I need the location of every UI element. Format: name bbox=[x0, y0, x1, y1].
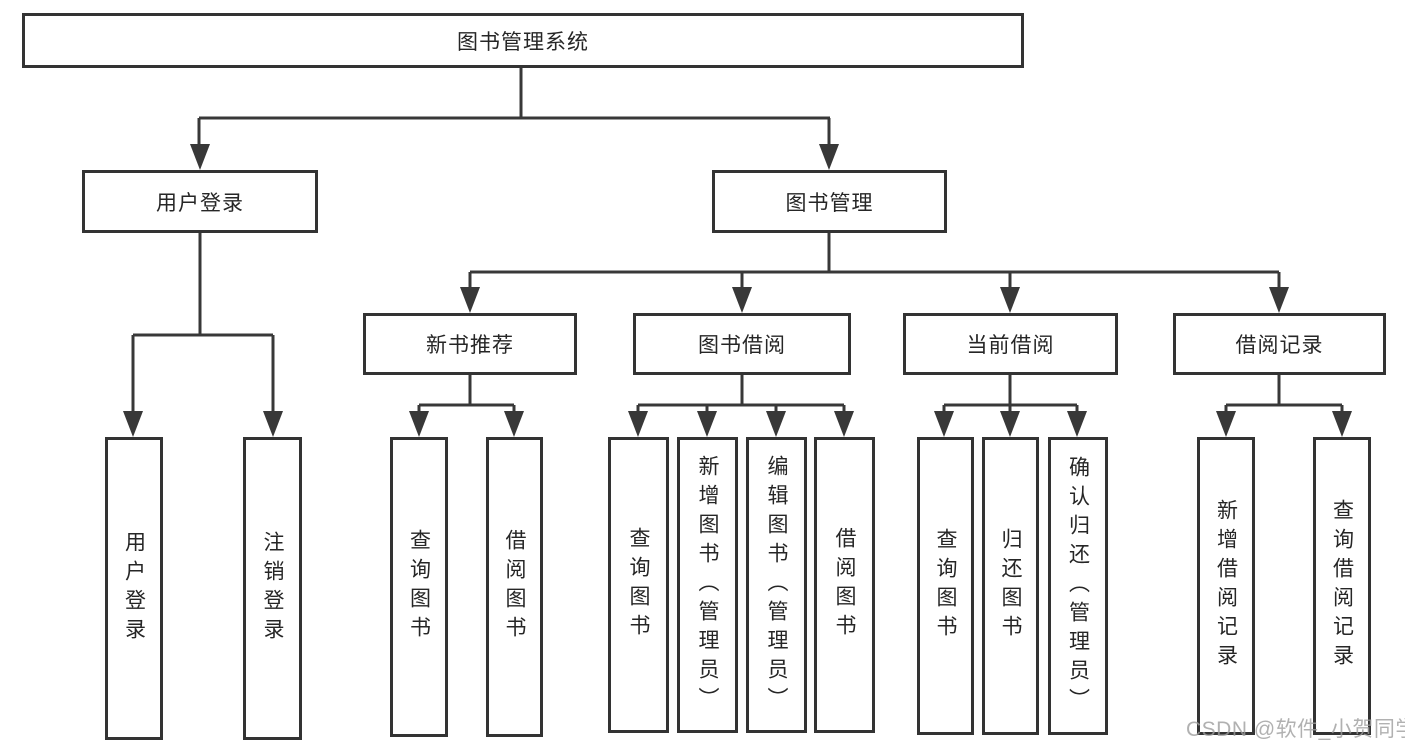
node-label: 借阅图书 bbox=[503, 529, 526, 645]
node-root-system: 图书管理系统 bbox=[22, 13, 1024, 68]
leaf-query-books-2: 查询图书 bbox=[608, 437, 669, 733]
leaf-add-borrow-record: 新增借阅记录 bbox=[1197, 437, 1255, 735]
connector-lines bbox=[131, 68, 1344, 417]
node-label: 新书推荐 bbox=[426, 334, 514, 357]
node-borrowing-records: 借阅记录 bbox=[1173, 313, 1386, 375]
node-label: 借阅记录 bbox=[1235, 334, 1324, 357]
node-current-borrowing: 当前借阅 bbox=[903, 313, 1118, 375]
leaf-borrow-books-2: 借阅图书 bbox=[814, 437, 875, 733]
leaf-edit-books-admin: 编辑图书（管理员） bbox=[746, 437, 807, 733]
node-label: 注销登录 bbox=[261, 530, 284, 647]
node-label: 查询图书 bbox=[934, 528, 957, 644]
leaf-logout: 注销登录 bbox=[243, 437, 302, 740]
node-label: 新增借阅记录 bbox=[1214, 499, 1238, 673]
node-new-book-recommend: 新书推荐 bbox=[363, 313, 577, 375]
leaf-query-books-3: 查询图书 bbox=[917, 437, 974, 735]
node-label: 图书借阅 bbox=[698, 334, 786, 357]
leaf-user-login: 用户登录 bbox=[105, 437, 163, 740]
leaf-add-books-admin: 新增图书（管理员） bbox=[677, 437, 738, 733]
node-label: 确认归还（管理员） bbox=[1066, 455, 1090, 717]
node-label: 查询图书 bbox=[627, 527, 650, 643]
node-label: 图书管理 bbox=[785, 191, 874, 215]
node-label: 新增图书（管理员） bbox=[696, 454, 719, 716]
leaf-query-books-1: 查询图书 bbox=[390, 437, 448, 737]
node-user-login: 用户登录 bbox=[82, 170, 318, 233]
node-book-borrowing: 图书借阅 bbox=[633, 313, 851, 375]
node-label: 编辑图书（管理员） bbox=[765, 454, 788, 716]
leaf-query-borrow-record: 查询借阅记录 bbox=[1313, 437, 1371, 735]
node-label: 查询图书 bbox=[407, 529, 431, 645]
node-label: 图书管理系统 bbox=[457, 30, 589, 54]
node-label: 当前借阅 bbox=[966, 334, 1055, 357]
leaf-return-books: 归还图书 bbox=[982, 437, 1039, 735]
node-label: 借阅图书 bbox=[833, 527, 856, 643]
leaf-borrow-books-1: 借阅图书 bbox=[486, 437, 543, 737]
node-book-management: 图书管理 bbox=[712, 170, 947, 233]
arrowheads bbox=[123, 144, 1352, 437]
node-label: 用户登录 bbox=[122, 530, 146, 647]
leaf-confirm-return-admin: 确认归还（管理员） bbox=[1048, 437, 1108, 735]
csdn-watermark: CSDN @软件_小贺同学 bbox=[1186, 718, 1405, 741]
node-label: 用户登录 bbox=[156, 191, 244, 215]
node-label: 查询借阅记录 bbox=[1330, 499, 1354, 673]
node-label: 归还图书 bbox=[999, 528, 1022, 644]
